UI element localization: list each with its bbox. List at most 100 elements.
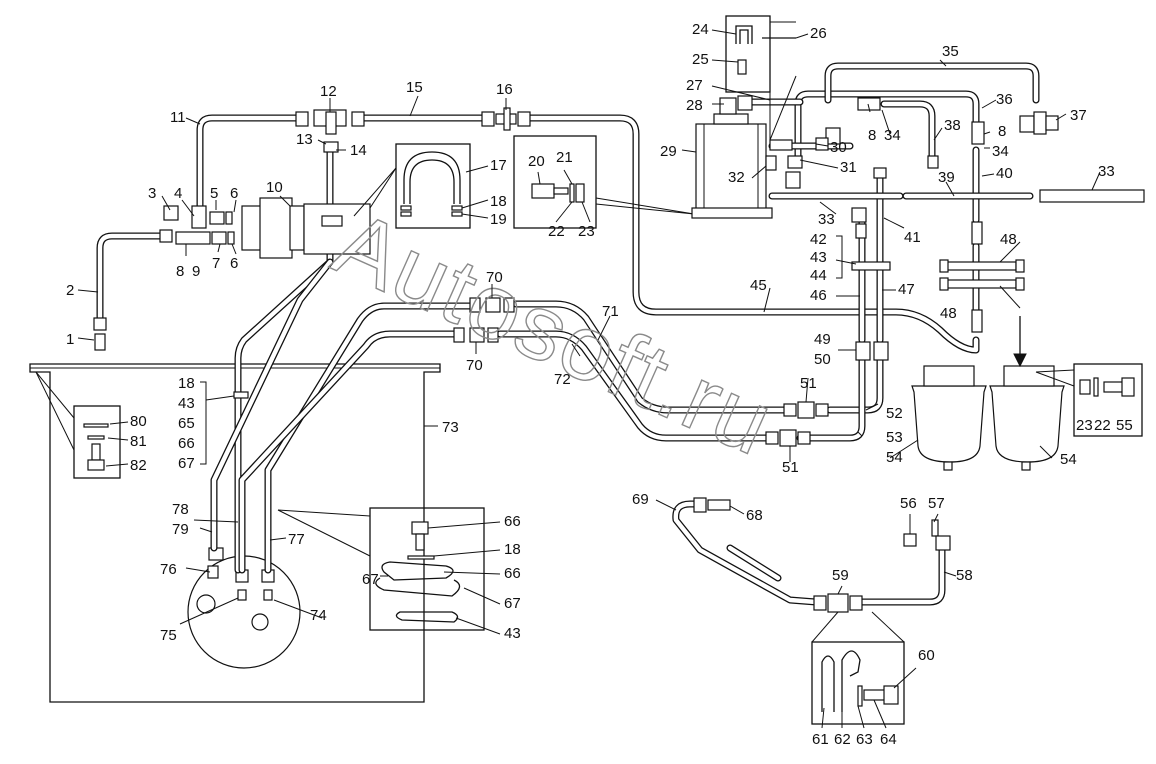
label-32: 32 (728, 169, 745, 186)
label-43c: 43 (504, 625, 521, 642)
label-45: 45 (750, 277, 767, 294)
label-51a: 51 (800, 375, 817, 392)
pump-assembly (93, 107, 531, 351)
label-81: 81 (130, 433, 147, 450)
label-42: 42 (810, 231, 827, 248)
label-8c: 8 (998, 123, 1006, 140)
bolt-detail-20 (513, 135, 695, 229)
label-55: 55 (1116, 417, 1133, 434)
label-78: 78 (172, 501, 189, 518)
label-49: 49 (814, 331, 831, 348)
label-59: 59 (832, 567, 849, 584)
label-48b: 48 (940, 305, 957, 322)
label-62: 62 (834, 731, 851, 748)
label-33a: 33 (818, 211, 835, 228)
label-24: 24 (692, 21, 709, 38)
label-14: 14 (350, 142, 367, 159)
label-56: 56 (900, 495, 917, 512)
label-18c: 18 (504, 541, 521, 558)
label-26: 26 (810, 25, 827, 42)
coarse-filters-54 (911, 316, 1143, 471)
label-67b: 67 (362, 571, 379, 588)
label-54b: 54 (1060, 451, 1077, 468)
label-39: 39 (938, 169, 955, 186)
label-77: 77 (288, 531, 305, 548)
label-43a: 43 (810, 249, 827, 266)
label-66c: 66 (178, 435, 195, 452)
label-22a: 22 (548, 223, 565, 240)
label-70a: 70 (486, 269, 503, 286)
label-35: 35 (942, 43, 959, 60)
tank-strap-detail (35, 371, 121, 479)
label-61: 61 (812, 731, 829, 748)
label-18b: 18 (178, 375, 195, 392)
label-20: 20 (528, 153, 545, 170)
label-22b: 22 (1094, 417, 1111, 434)
label-30: 30 (830, 139, 847, 156)
label-34b: 34 (992, 143, 1009, 160)
part-labels: 1 2 3 4 5 6 7 6 8 9 10 11 12 13 14 15 16… (66, 21, 1133, 748)
label-34a: 34 (884, 127, 901, 144)
label-66b: 66 (504, 565, 521, 582)
label-64: 64 (880, 731, 897, 748)
fittings-right (233, 97, 1059, 447)
label-57: 57 (928, 495, 945, 512)
label-74: 74 (310, 607, 327, 624)
label-6b: 6 (230, 255, 238, 272)
fine-filter-29 (691, 95, 841, 219)
detail-24-26 (725, 15, 797, 141)
label-75: 75 (160, 627, 177, 644)
label-4: 4 (174, 185, 182, 202)
fittings-lower (693, 497, 951, 613)
fuel-lines (96, 62, 1145, 606)
label-53: 53 (886, 429, 903, 446)
label-25: 25 (692, 51, 709, 68)
label-18a: 18 (490, 193, 507, 210)
label-37: 37 (1070, 107, 1087, 124)
label-15: 15 (406, 79, 423, 96)
label-17: 17 (490, 157, 507, 174)
label-21: 21 (556, 149, 573, 166)
label-69: 69 (632, 491, 649, 508)
label-65: 65 (178, 415, 195, 432)
label-80: 80 (130, 413, 147, 430)
label-48a: 48 (1000, 231, 1017, 248)
label-66a: 66 (504, 513, 521, 530)
label-82: 82 (130, 457, 147, 474)
fuel-tank (29, 363, 441, 703)
label-19: 19 (490, 211, 507, 228)
label-9: 9 (192, 263, 200, 280)
clip-detail-66 (277, 507, 485, 631)
label-13: 13 (296, 131, 313, 148)
label-28: 28 (686, 97, 703, 114)
label-47: 47 (898, 281, 915, 298)
label-5: 5 (210, 185, 218, 202)
label-43b: 43 (178, 395, 195, 412)
label-2: 2 (66, 282, 74, 299)
label-67a: 67 (504, 595, 521, 612)
label-1: 1 (66, 331, 74, 348)
label-54a: 54 (886, 449, 903, 466)
label-12: 12 (320, 83, 337, 100)
label-44: 44 (810, 267, 827, 284)
label-79: 79 (172, 521, 189, 538)
label-70b: 70 (466, 357, 483, 374)
label-36: 36 (996, 91, 1013, 108)
label-8b: 8 (868, 127, 876, 144)
clip-detail-17 (353, 143, 471, 229)
label-23a: 23 (578, 223, 595, 240)
label-67c: 67 (178, 455, 195, 472)
label-40: 40 (996, 165, 1013, 182)
label-73: 73 (442, 419, 459, 436)
label-71: 71 (602, 303, 619, 320)
label-38: 38 (944, 117, 961, 134)
label-76: 76 (160, 561, 177, 578)
leader-lines (77, 29, 1101, 729)
label-27: 27 (686, 77, 703, 94)
label-6a: 6 (230, 185, 238, 202)
label-8a: 8 (176, 263, 184, 280)
label-60: 60 (918, 647, 935, 664)
clip-detail-60 (811, 611, 905, 725)
label-31: 31 (840, 159, 857, 176)
